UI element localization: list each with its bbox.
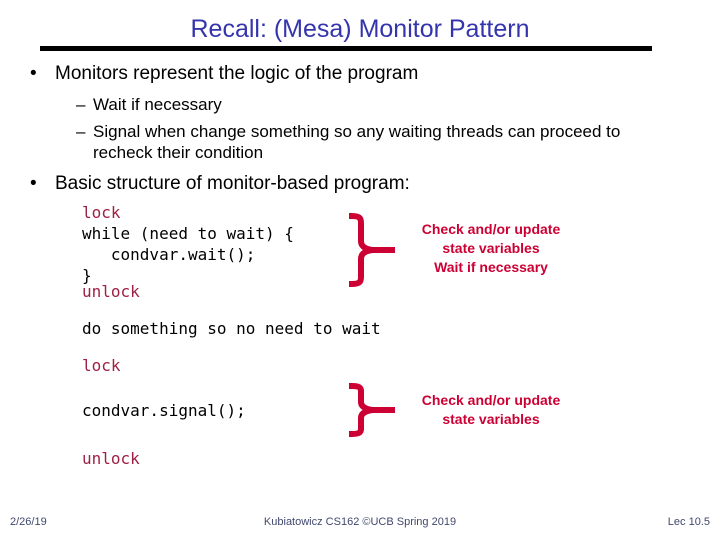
annotation-signal-block: Check and/or update state variables — [391, 391, 591, 429]
footer-date: 2/26/19 — [10, 516, 47, 528]
sub-bullet-text: Wait if necessary — [93, 95, 222, 114]
annotation-line: state variables — [442, 240, 540, 256]
code-line-lock: lock — [82, 203, 121, 222]
bullet-item-monitors-logic: • Monitors represent the logic of the pro… — [30, 62, 418, 86]
bullet-item-basic-structure: • Basic structure of monitor-based progra… — [30, 172, 410, 196]
bullet-text: Monitors represent the logic of the prog… — [55, 63, 419, 84]
footer-attribution: Kubiatowicz CS162 ©UCB Spring 2019 — [263, 516, 457, 528]
annotation-line: Wait if necessary — [434, 259, 548, 275]
code-line-condvar-signal: condvar.signal(); — [82, 401, 246, 420]
sub-bullet-signal-on-change: –Signal when change something so any wai… — [76, 121, 636, 163]
dash-marker-icon: – — [76, 95, 86, 114]
code-line-do-something: do something so no need to wait — [82, 319, 381, 338]
bullet-text: Basic structure of monitor-based program… — [55, 173, 410, 194]
page-title: Recall: (Mesa) Monitor Pattern — [190, 15, 530, 43]
code-line-unlock: unlock — [82, 282, 140, 301]
bullet-marker-icon: • — [30, 173, 37, 194]
curly-brace-icon — [346, 382, 398, 443]
code-line-while: while (need to wait) { — [82, 224, 294, 243]
sub-bullet-text: Signal when change something so any wait… — [93, 122, 621, 162]
annotation-line: Check and/or update — [421, 392, 561, 408]
footer-lecture-number: Lec 10.5 — [667, 516, 710, 528]
annotation-line: Check and/or update — [421, 221, 561, 237]
curly-brace-icon — [346, 212, 398, 293]
code-line-lock-second: lock — [82, 356, 121, 375]
title-divider — [40, 46, 652, 51]
code-line-close-brace: } — [82, 266, 92, 285]
dash-marker-icon: – — [76, 122, 86, 141]
annotation-wait-block: Check and/or update state variables Wait… — [391, 220, 591, 277]
sub-bullet-wait-if-necessary: –Wait if necessary — [76, 94, 222, 115]
bullet-marker-icon: • — [30, 63, 37, 84]
annotation-line: state variables — [442, 411, 540, 427]
code-line-unlock-second: unlock — [82, 449, 140, 468]
code-line-condvar-wait: condvar.wait(); — [82, 245, 256, 264]
